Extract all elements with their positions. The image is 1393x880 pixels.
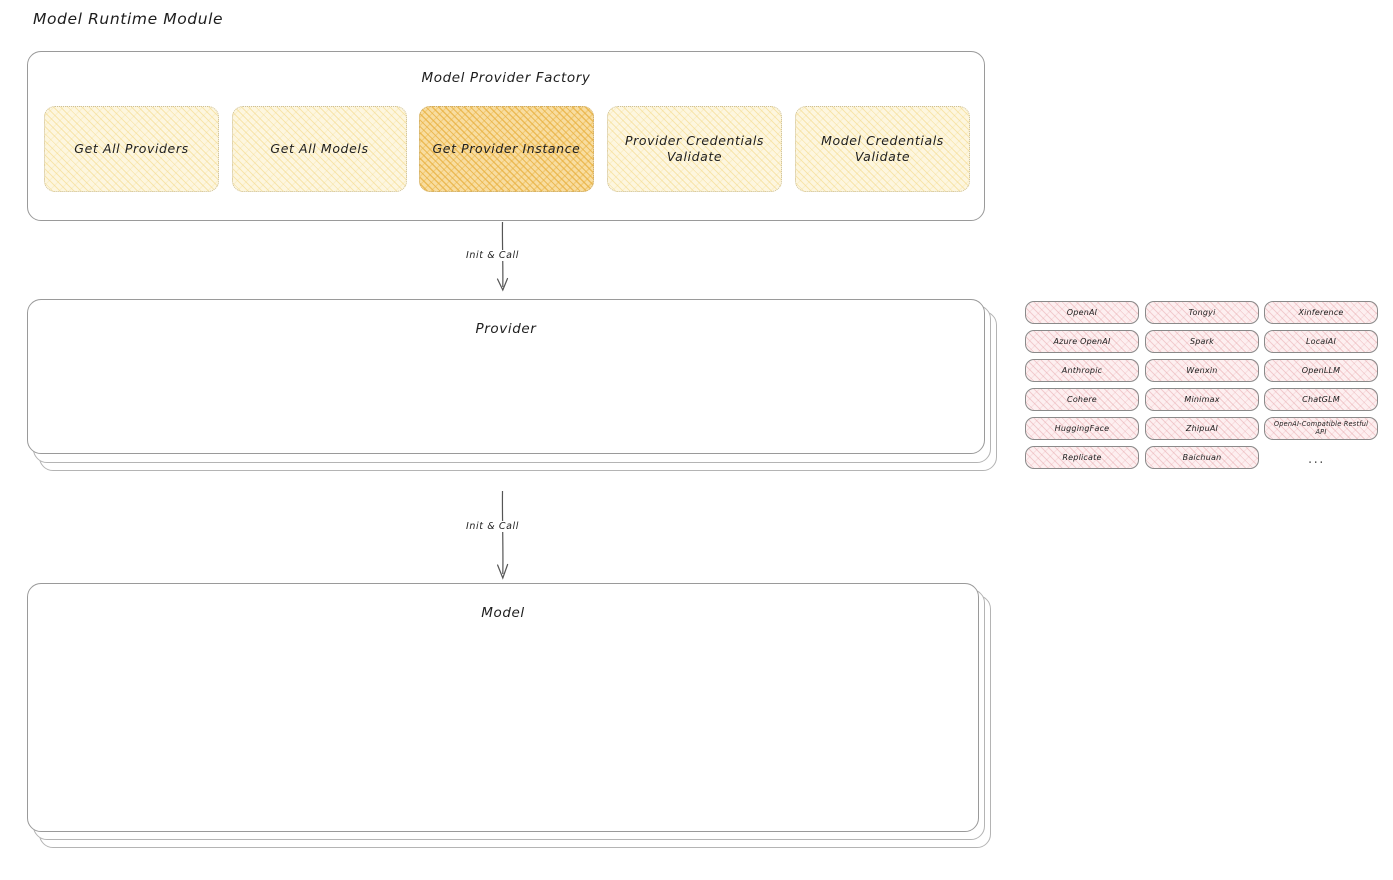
provider-chip-huggingface[interactable]: HuggingFace bbox=[1025, 417, 1139, 440]
provider-chip-minimax[interactable]: Minimax bbox=[1145, 388, 1259, 411]
arrow-label-init-and-call-2: Init & Call bbox=[462, 521, 523, 532]
provider-chip-spark[interactable]: Spark bbox=[1145, 330, 1259, 353]
provider-chip-xinference[interactable]: Xinference bbox=[1264, 301, 1378, 324]
provider-chip-zhipuai[interactable]: ZhipuAI bbox=[1145, 417, 1259, 440]
provider-chip-replicate[interactable]: Replicate bbox=[1025, 446, 1139, 469]
provider-chip-cohere[interactable]: Cohere bbox=[1025, 388, 1139, 411]
provider-chip-wenxin[interactable]: Wenxin bbox=[1145, 359, 1259, 382]
model-provider-factory-title: Model Provider Factory bbox=[421, 70, 591, 86]
provider-chip-anthropic[interactable]: Anthropic bbox=[1025, 359, 1139, 382]
provider-list-ellipsis: ... bbox=[1308, 452, 1325, 467]
factory-node-get-all-providers[interactable]: Get All Providers bbox=[44, 106, 219, 192]
arrow-label-init-and-call-1: Init & Call bbox=[462, 250, 523, 261]
provider-chip-openllm[interactable]: OpenLLM bbox=[1264, 359, 1378, 382]
arrow-down-icon bbox=[497, 490, 509, 580]
provider-chip-azure-openai[interactable]: Azure OpenAI bbox=[1025, 330, 1139, 353]
arrow-provider-to-model: Init & Call bbox=[440, 490, 570, 585]
provider-panel: Provider bbox=[27, 299, 985, 454]
arrow-factory-to-provider: Init & Call bbox=[440, 221, 570, 297]
provider-chip-openai-compatible-restful-api[interactable]: OpenAI-Compatible Restful API bbox=[1264, 417, 1378, 440]
model-title: Model bbox=[481, 605, 525, 621]
factory-node-provider-credentials-validate[interactable]: Provider Credentials Validate bbox=[607, 106, 782, 192]
provider-chip-chatglm[interactable]: ChatGLM bbox=[1264, 388, 1378, 411]
provider-chip-localai[interactable]: LocalAI bbox=[1264, 330, 1378, 353]
model-panel: Model bbox=[27, 583, 979, 832]
provider-title: Provider bbox=[475, 321, 537, 337]
provider-chip-tongyi[interactable]: Tongyi bbox=[1145, 301, 1259, 324]
page-title: Model Runtime Module bbox=[33, 10, 224, 28]
factory-node-model-credentials-validate[interactable]: Model Credentials Validate bbox=[795, 106, 970, 192]
factory-node-get-provider-instance[interactable]: Get Provider Instance bbox=[419, 106, 594, 192]
provider-chip-baichuan[interactable]: Baichuan bbox=[1145, 446, 1259, 469]
provider-chip-openai[interactable]: OpenAI bbox=[1025, 301, 1139, 324]
factory-node-get-all-models[interactable]: Get All Models bbox=[232, 106, 407, 192]
